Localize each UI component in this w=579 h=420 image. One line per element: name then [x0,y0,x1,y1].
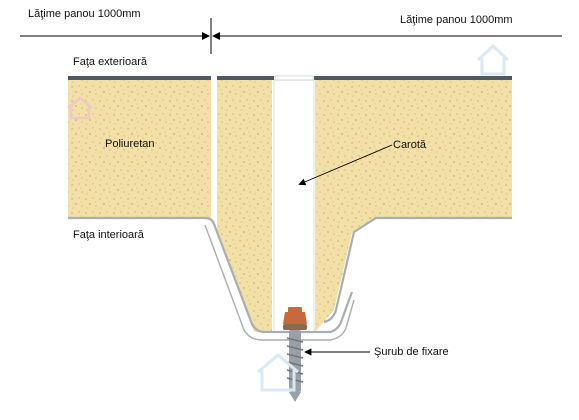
core-strip [273,79,315,333]
inner-face-sheet [68,216,354,334]
panel-width-right-label: Lăţime panou 1000mm [400,14,513,26]
fixing-screw-label: Şurub de fixare [374,346,449,358]
foam-center-left [217,79,272,332]
polyurethane-label: Poliuretan [105,138,155,150]
screw-icon [283,307,307,402]
core-cap [274,75,314,81]
foam-left-block [68,79,211,218]
core-label: Carotă [393,139,427,151]
house-watermark-icon [67,43,510,392]
outer-face-sheet [68,76,512,80]
foam-center-right [315,79,512,332]
dimension-lines [20,18,562,54]
inner-face-label: Faţa interioară [73,229,144,241]
outer-face-label: Faţa exterioară [73,56,147,68]
inner-face-sheet-right [323,216,512,324]
core-leader-arrow [298,144,393,186]
panel-width-left-label: Lăţime panou 1000mm [28,8,141,20]
